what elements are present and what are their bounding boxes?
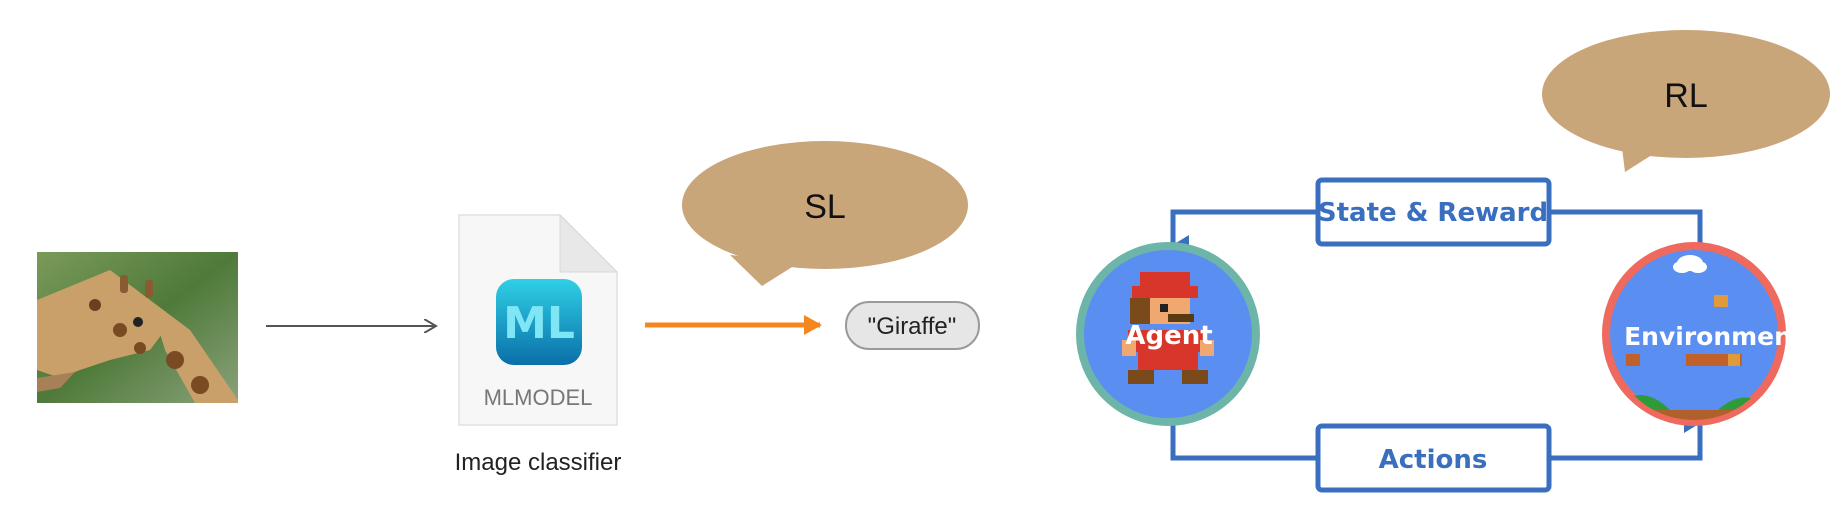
state-reward-label: State & Reward: [1318, 198, 1548, 228]
agent-circle: [1076, 242, 1260, 426]
model-caption: Image classifier: [455, 449, 622, 476]
sl-speech-bubble: [682, 141, 968, 286]
environment-label: Environment: [1624, 322, 1804, 351]
output-pill: [845, 301, 980, 350]
giraffe-photo: [37, 252, 238, 403]
mlmodel-label: MLMODEL: [484, 385, 593, 410]
environment-circle: [1602, 242, 1786, 426]
agent-label: Agent: [1125, 321, 1212, 351]
actions-label: Actions: [1379, 445, 1488, 475]
output-label: "Giraffe": [868, 313, 957, 340]
state-reward-box: [1315, 177, 1552, 247]
rl-bubble-label: RL: [1664, 77, 1707, 115]
svg-text:ML: ML: [503, 298, 575, 349]
rl-loop-lines: [1170, 209, 1703, 461]
sl-bubble-label: SL: [804, 188, 846, 226]
rl-speech-bubble: [1542, 30, 1830, 172]
actions-box: [1315, 423, 1552, 493]
mlmodel-file-icon: ML: [458, 213, 619, 426]
mario-sprite-icon: [1122, 272, 1214, 384]
